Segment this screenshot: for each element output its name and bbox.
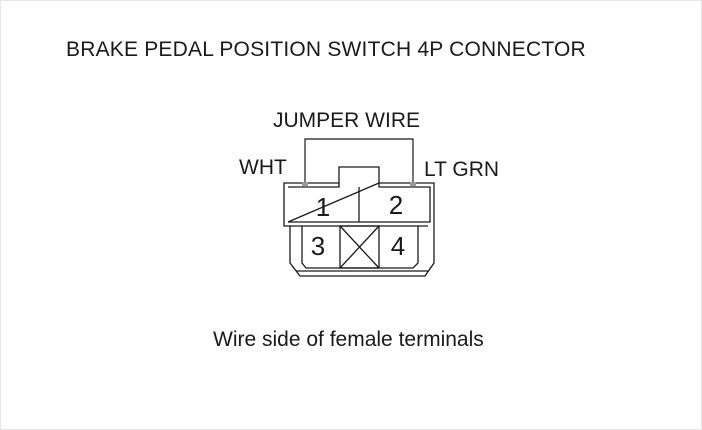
jumper-wire-label: JUMPER WIRE: [273, 109, 420, 132]
terminal-2-label: 2: [389, 190, 403, 220]
terminal-3-label: 3: [311, 231, 325, 261]
diagram-title: BRAKE PEDAL POSITION SWITCH 4P CONNECTOR: [66, 38, 586, 61]
connector-body: [283, 166, 435, 277]
wire-color-left-label: WHT: [239, 156, 287, 179]
diagram-caption: Wire side of female terminals: [213, 328, 484, 351]
terminal-4-label: 4: [391, 231, 405, 261]
jumper-wire: [304, 138, 414, 183]
terminal-1-wire-entry: [302, 182, 308, 186]
terminal-1-label: 1: [316, 192, 330, 222]
wire-color-right-label: LT GRN: [424, 158, 499, 181]
terminal-2-wire-entry: [410, 182, 416, 186]
